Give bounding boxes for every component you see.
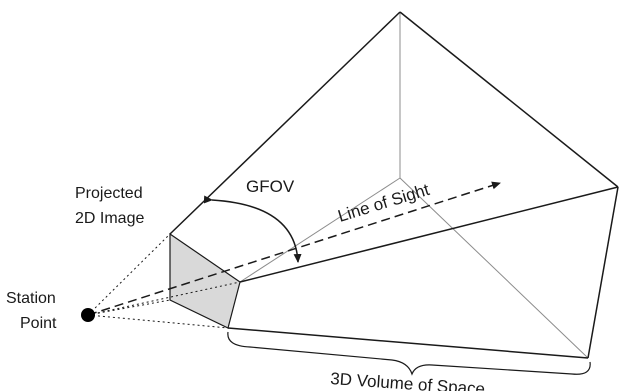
volume-bracket: [227, 331, 591, 376]
edge-right: [587, 186, 619, 359]
label-projected-line2: 2D Image: [75, 210, 144, 227]
edge-middle: [239, 186, 619, 283]
label-projected-line1: Projected: [75, 185, 143, 202]
hidden-edge-diagonal: [399, 177, 589, 359]
ray-bottom-right: [87, 314, 229, 329]
image-plane: [169, 232, 241, 329]
station-point-dot: [81, 308, 95, 322]
ray-bottom-left: [87, 299, 171, 316]
projection-rays: [87, 233, 241, 329]
hidden-edges: [239, 12, 589, 359]
hidden-edge-left: [239, 177, 401, 283]
edge-bottom: [227, 327, 589, 359]
gfov-arc-arrow: [203, 195, 302, 263]
frustum-edges: [169, 11, 619, 359]
line-of-sight-arrow: [87, 181, 501, 316]
label-station-line1: Station: [6, 290, 56, 307]
edge-top-right: [399, 11, 619, 188]
label-station-line2: Point: [20, 315, 57, 332]
label-volume: 3D Volume of Space: [330, 369, 486, 391]
label-line-of-sight: Line of Sight: [336, 180, 432, 226]
ray-top-left: [87, 233, 171, 316]
ray-right: [87, 281, 241, 316]
label-gfov: GFOV: [246, 177, 295, 196]
